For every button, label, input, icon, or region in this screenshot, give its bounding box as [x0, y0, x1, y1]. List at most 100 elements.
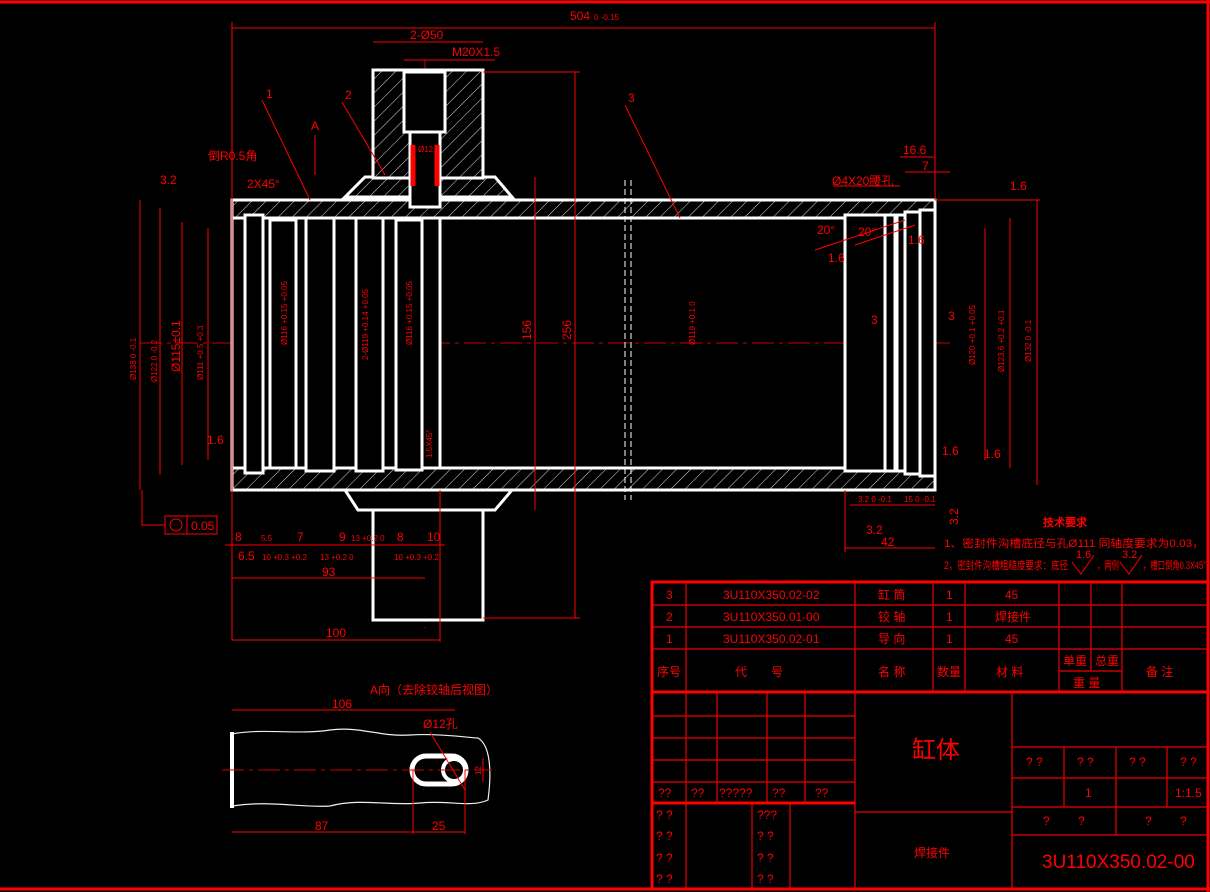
dim-8: 8: [397, 530, 404, 544]
sign-label: ??: [815, 786, 829, 800]
dim-phi122: Ø122 0 -0.2: [150, 339, 159, 382]
slot-note: Ø4X20腰孔: [832, 174, 893, 188]
bom-header-weight: 重 量: [1073, 676, 1100, 690]
info-header: ? ?: [1026, 755, 1043, 769]
dim-phi111: Ø111 +0.5 +0.3: [196, 325, 205, 380]
dim-87: 87: [315, 819, 329, 833]
dim-15: 15 0 -0.1: [904, 495, 936, 504]
dim-8: 8: [235, 530, 242, 544]
dim-m20: M20X1.5: [452, 45, 500, 59]
angle-20a: 20°: [817, 223, 835, 237]
roughness-1.6: 1.6: [207, 433, 224, 447]
approval-label: ? ?: [656, 808, 673, 822]
part-callout-3: 3: [628, 91, 635, 105]
fillet-note: 倒R0.5角: [208, 149, 257, 163]
hole-note: Ø12孔: [423, 717, 458, 731]
dim-256: 256: [560, 320, 574, 340]
bom-code: 3U110X350.02-02: [723, 588, 820, 602]
dim-2-phi50: 2-Ø50: [410, 28, 444, 42]
bom-qty: 1: [946, 610, 953, 624]
dim-93: 93: [322, 565, 336, 579]
roughness-3.2: 3.2: [866, 523, 883, 537]
technical-notes: 技术要求 1、密封件沟槽底径与孔Ø111 同轴度要求为0.03， 2，密封件沟槽…: [944, 515, 1206, 575]
dimension-lines: [139, 22, 1040, 642]
approval-label: ???: [757, 808, 777, 822]
notes-title: 技术要求: [1043, 515, 1088, 529]
roughness-1.6: 1.6: [984, 447, 1001, 461]
bom-material: 焊接件: [995, 609, 1031, 624]
dim-2-phi119: 2-Ø119 +0.14 +0.05: [361, 288, 370, 360]
bom-header-unit-weight: 单重: [1063, 654, 1087, 668]
part-callout-1: 1: [266, 87, 273, 101]
bom-no: 2: [666, 610, 673, 624]
roughness-3.2: 3.2: [947, 508, 961, 525]
bom-no: 3: [666, 588, 673, 602]
note-line-2b: ，两侧: [1097, 559, 1119, 572]
dim-504-tol: 0 -0.15: [594, 13, 619, 22]
sheet-label: ?: [1043, 814, 1050, 828]
sheet-label: ?: [1180, 814, 1187, 828]
approval-label: ? ?: [656, 872, 673, 886]
bom-header-remark: 备 注: [1146, 664, 1173, 679]
angle-20b: 20°: [858, 225, 876, 239]
bom-header-qty: 数量: [937, 664, 961, 679]
info-header: ? ?: [1180, 755, 1197, 769]
bom-header-material: 材 料: [996, 665, 1023, 679]
scale-value: 1:1.5: [1175, 786, 1202, 800]
bom-header-no: 序号: [657, 664, 681, 679]
sheet-label: ?: [1145, 814, 1152, 828]
roughness-1.6: 1.6: [908, 233, 925, 247]
note-line-1: 1、密封件沟槽底径与孔Ø111 同轴度要求为0.03，: [944, 536, 1204, 550]
approval-label: ? ?: [656, 829, 673, 843]
dim-10-tol: 10 +0.3 +0.2: [394, 553, 439, 562]
roughness-3.2: 3.2: [160, 173, 177, 187]
dim-156: 156: [520, 320, 534, 340]
bom-header-total-weight: 总重: [1095, 654, 1119, 668]
sheet-label: ?: [1078, 814, 1085, 828]
dim-100: 100: [326, 626, 346, 640]
note-line-2a: 2，密封件沟槽粗糙度要求：底径: [944, 558, 1068, 572]
part-name: 缸体: [912, 737, 960, 764]
dim-10: 10: [427, 530, 441, 544]
dim-12: 12: [474, 766, 483, 775]
dim-6.5: 6.5: [238, 549, 255, 563]
sign-label: ??: [772, 786, 786, 800]
view-a-title: A向（去除铰轴后视图）: [370, 682, 498, 697]
note-roughness-1.6: 1.6: [1076, 549, 1091, 561]
bom-code: 3U110X350.01-00: [723, 610, 820, 624]
dim-3: 3: [948, 309, 955, 323]
sign-label: ?????: [719, 786, 753, 800]
bom-material: 45: [1005, 588, 1019, 602]
title-block: 3 3U110X350.02-02 缸 筒 1 45 2 3U110X350.0…: [650, 580, 1210, 891]
view-a-arrow-label: A: [311, 119, 319, 133]
dim-phi116-a: Ø116 +0.15 +0.05: [280, 281, 289, 345]
roughness-1.6: 1.6: [1010, 179, 1027, 193]
dim-106: 106: [332, 697, 352, 711]
dim-7: 7: [297, 530, 304, 544]
dim-7: 7: [922, 159, 929, 173]
bom-row: 1 3U110X350.02-01 导 向 1 45: [666, 631, 1019, 646]
bom-name: 铰 轴: [878, 609, 905, 624]
roughness-1.6: 1.6: [942, 444, 959, 458]
approval-label: ? ?: [656, 851, 673, 865]
dim-25: 25: [432, 819, 446, 833]
note-roughness-3.2: 3.2: [1122, 549, 1137, 561]
dim-16.6: 16.6: [903, 143, 927, 157]
bom-row: 3 3U110X350.02-02 缸 筒 1 45: [666, 587, 1019, 602]
approval-label: ? ?: [757, 872, 774, 886]
dim-5.5: 5.5: [261, 534, 273, 543]
bom-header-code: 代 号: [735, 665, 783, 679]
chamfer-2x45: 2X45°: [247, 177, 280, 191]
view-a: A向（去除铰轴后视图） 106 Ø12孔 12 87 25: [222, 682, 498, 834]
quantity-value: 1: [1085, 786, 1092, 800]
chamfer-1.5x45: 1.5X45°: [425, 429, 434, 458]
dim-504: 504: [570, 9, 590, 23]
dim-13: 13 +0.2 0: [351, 534, 385, 543]
info-header: ? ?: [1077, 755, 1094, 769]
bom-name: 缸 筒: [878, 587, 905, 602]
dim-3: 3: [871, 313, 878, 327]
roughness-1.6: 1.6: [828, 251, 845, 265]
dim-phi119: Ø119 +0.1 0: [688, 301, 697, 345]
part-callout-2: 2: [345, 88, 352, 102]
